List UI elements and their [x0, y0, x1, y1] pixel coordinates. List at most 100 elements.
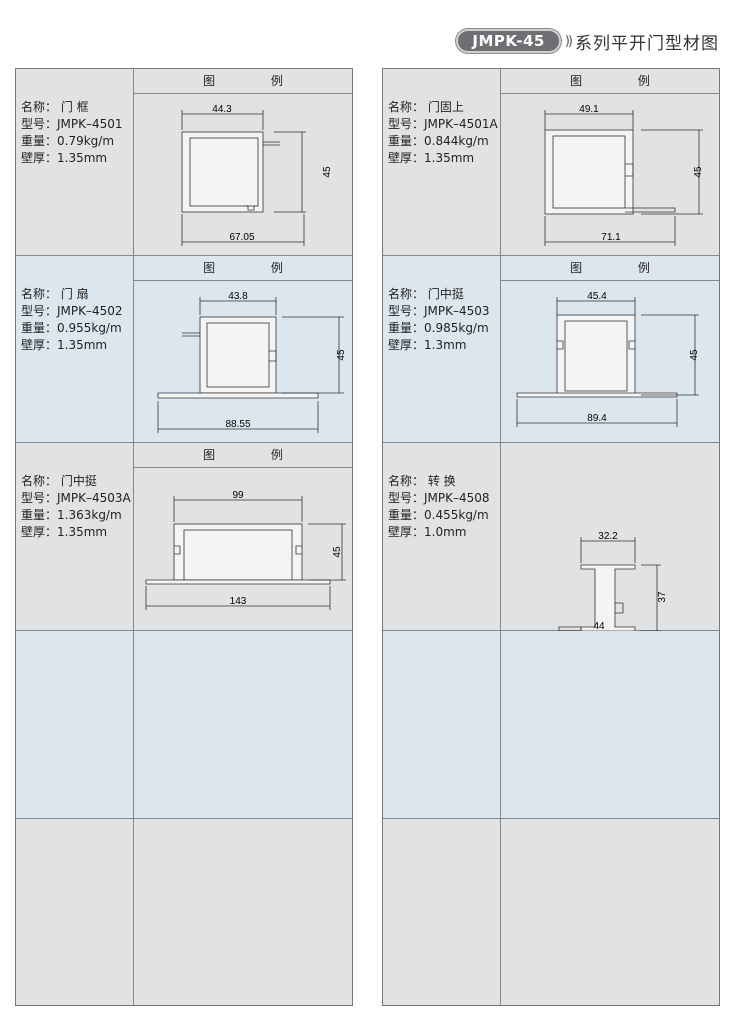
dim-bottom: 88.55: [225, 419, 250, 430]
profile-name: 转 换: [427, 474, 456, 488]
profile-info-cell: 名称： 转 换 型号：JMPK–4508 重量：0.455kg/m 壁厚：1.0…: [383, 443, 501, 630]
profile-name: 门中挺: [427, 287, 464, 301]
dim-bottom: 44: [593, 621, 605, 631]
profile-model: JMPK–4508: [424, 491, 490, 505]
profile-thickness: 1.35mm: [57, 151, 108, 165]
name-label: 名称：: [21, 100, 58, 114]
profile-info-cell: 名称： 门固上 型号：JMPK–4501A 重量：0.844kg/m 壁厚：1.…: [383, 69, 501, 255]
name-label: 名称：: [21, 287, 58, 301]
profile-info-cell: 名称： 门 扇 型号：JMPK–4502 重量：0.955kg/m 壁厚：1.3…: [16, 256, 134, 442]
dim-top: 99: [232, 490, 244, 501]
page-title: 系列平开门型材图: [575, 33, 719, 54]
model-label: 型号：: [21, 491, 58, 505]
profile-weight: 1.363kg/m: [57, 508, 122, 522]
legend-header: 图 例: [501, 69, 719, 94]
model-label: 型号：: [21, 304, 58, 318]
profile-model: JMPK–4502: [57, 304, 123, 318]
profile-drawing: 99 45 143: [145, 490, 346, 610]
model-label: 型号：: [21, 117, 58, 131]
dim-bottom: 71.1: [601, 232, 621, 243]
empty-row: [383, 631, 719, 819]
profile-thickness: 1.3mm: [424, 338, 467, 352]
series-badge: JMPK-45: [456, 29, 561, 53]
profile-model: JMPK–4503A: [57, 491, 131, 505]
dim-top: 32.2: [598, 531, 618, 542]
profile-weight: 0.985kg/m: [424, 321, 489, 335]
profile-drawing: 43.8 45 88.55: [157, 291, 347, 433]
dim-top: 43.8: [228, 291, 248, 302]
dim-side: 45: [693, 166, 704, 178]
weight-label: 重量：: [388, 508, 425, 522]
profile-thickness: 1.0mm: [424, 525, 467, 539]
profile-thickness: 1.35mm: [57, 338, 108, 352]
profile-weight: 0.79kg/m: [57, 134, 115, 148]
empty-info-cell: [16, 819, 134, 1005]
empty-figure-cell: [134, 819, 352, 1005]
profile-thickness: 1.35mm: [57, 525, 108, 539]
profile-weight: 0.844kg/m: [424, 134, 489, 148]
empty-row: [16, 631, 352, 819]
dim-side: 45: [689, 349, 700, 361]
weight-label: 重量：: [388, 321, 425, 335]
profile-weight: 0.455kg/m: [424, 508, 489, 522]
profile-figure-cell: 图 例 43.8 45 88.55: [134, 256, 352, 442]
profile-name: 门 框: [60, 100, 89, 114]
model-label: 型号：: [388, 117, 425, 131]
thickness-label: 壁厚：: [388, 525, 425, 539]
profile-drawing: 49.1 45 71.1: [544, 104, 704, 246]
legend-header: 图 例: [134, 69, 352, 94]
legend-header: 图 例: [501, 256, 719, 281]
dim-top: 45.4: [587, 291, 607, 302]
profile-name: 门 扇: [60, 287, 89, 301]
profile-drawing: 44.3 45 67.05: [181, 104, 333, 246]
empty-info-cell: [383, 819, 501, 1005]
dim-bottom: 143: [230, 596, 247, 607]
legend-header: 图 例: [134, 256, 352, 281]
dim-bottom: 67.05: [229, 232, 254, 243]
profile-row: 名称： 门中挺 型号：JMPK–4503A 重量：1.363kg/m 壁厚：1.…: [16, 443, 352, 631]
weight-label: 重量：: [388, 134, 425, 148]
name-label: 名称：: [388, 287, 425, 301]
model-label: 型号：: [388, 491, 425, 505]
model-label: 型号：: [388, 304, 425, 318]
profile-name: 门中挺: [60, 474, 97, 488]
thickness-label: 壁厚：: [21, 525, 58, 539]
profile-figure-cell: 32.2 37 44: [501, 443, 719, 632]
thickness-label: 壁厚：: [21, 338, 58, 352]
dim-top: 44.3: [212, 104, 232, 115]
profile-thickness: 1.35mm: [424, 151, 475, 165]
dim-bottom: 89.4: [587, 413, 607, 424]
profile-figure-cell: 图 例 44.3 45 67.05: [134, 69, 352, 255]
profile-figure-cell: 图 例 99 45 143: [134, 443, 352, 630]
profile-model: JMPK–4503: [424, 304, 490, 318]
profile-row: 名称： 门固上 型号：JMPK–4501A 重量：0.844kg/m 壁厚：1.…: [383, 69, 719, 256]
profile-row: 名称： 门中挺 型号：JMPK–4503 重量：0.985kg/m 壁厚：1.3…: [383, 256, 719, 443]
dim-side: 37: [657, 591, 668, 603]
page-header: JMPK-45 )) 系列平开门型材图: [456, 29, 719, 54]
profile-row: 名称： 转 换 型号：JMPK–4508 重量：0.455kg/m 壁厚：1.0…: [383, 443, 719, 632]
profile-figure-cell: 图 例 49.1 45 71.1: [501, 69, 719, 255]
name-label: 名称：: [388, 474, 425, 488]
thickness-label: 壁厚：: [21, 151, 58, 165]
empty-info-cell: [383, 631, 501, 818]
empty-info-cell: [16, 631, 134, 818]
weight-label: 重量：: [21, 508, 58, 522]
profile-info-cell: 名称： 门中挺 型号：JMPK–4503 重量：0.985kg/m 壁厚：1.3…: [383, 256, 501, 442]
legend-header: 图 例: [134, 443, 352, 468]
dim-side: 45: [322, 166, 333, 178]
empty-figure-cell: [134, 631, 352, 818]
profile-drawing: 45.4 45 89.4: [516, 291, 700, 427]
weight-label: 重量：: [21, 134, 58, 148]
left-profile-table: 名称： 门 框 型号：JMPK–4501 重量：0.79kg/m 壁厚：1.35…: [15, 68, 353, 1006]
profile-figure-cell: 图 例 45.4 45 89.4: [501, 256, 719, 442]
profile-row: 名称： 门 框 型号：JMPK–4501 重量：0.79kg/m 壁厚：1.35…: [16, 69, 352, 256]
right-profile-table: 名称： 门固上 型号：JMPK–4501A 重量：0.844kg/m 壁厚：1.…: [382, 68, 720, 1006]
profile-info-cell: 名称： 门中挺 型号：JMPK–4503A 重量：1.363kg/m 壁厚：1.…: [16, 443, 134, 630]
profile-name: 门固上: [427, 100, 464, 114]
profile-weight: 0.955kg/m: [57, 321, 122, 335]
profile-row: 名称： 门 扇 型号：JMPK–4502 重量：0.955kg/m 壁厚：1.3…: [16, 256, 352, 443]
empty-row: [383, 819, 719, 1005]
empty-row: [16, 819, 352, 1005]
empty-figure-cell: [501, 631, 719, 818]
empty-figure-cell: [501, 819, 719, 1005]
